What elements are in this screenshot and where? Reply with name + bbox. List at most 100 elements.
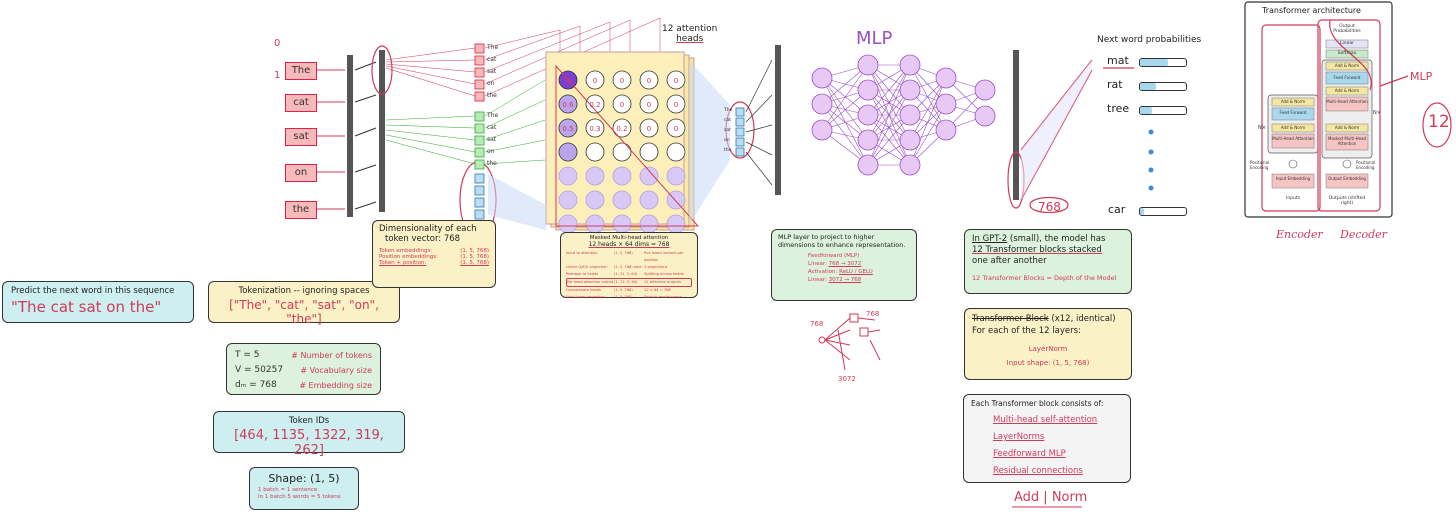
k-label: The: [487, 112, 499, 119]
token-index-1: 1: [274, 70, 281, 81]
attention-cell: [558, 142, 578, 162]
arch-title: Transformer architecture: [1262, 6, 1361, 15]
gpt2-line4: 12 Transformer Blocks = Depth of the Mod…: [972, 274, 1117, 282]
arch-dec-mha: Multi-Head Attention: [1326, 99, 1368, 104]
attention-cell: [558, 166, 578, 186]
attention-cell: [666, 166, 686, 186]
attention-cell: [612, 70, 632, 90]
mlp-neuron: [857, 54, 879, 76]
mlp-box-line1: MLP layer to project to higher: [778, 233, 875, 241]
mlp-neuron: [899, 129, 921, 151]
mha-cell: Final linear projection: [566, 295, 605, 299]
attention-cell: [612, 214, 632, 234]
arch-enc-mha: Multi-Head Attention: [1272, 136, 1314, 141]
attention-value: 0: [674, 125, 678, 133]
mlp-sketch: [818, 313, 881, 371]
mha-cell: (1, 5, 768) each: [613, 265, 643, 269]
attention-value: 0.5: [562, 125, 573, 133]
mlp-lin1-label: Linear:: [808, 261, 827, 267]
attention-cell: [585, 70, 605, 90]
dims-box: T = 5# Number of tokens V = 50257# Vocab…: [226, 343, 381, 395]
attention-cell: [639, 214, 659, 234]
arch-enc-addnorm-1: Add & Norm: [1280, 99, 1306, 104]
mlp-neuron: [899, 154, 921, 176]
token-the: The: [285, 62, 317, 80]
mlp-box-lin1: Linear: 768 → 3072: [778, 261, 910, 267]
mlp-box-lin2: Linear: 3072 → 768: [778, 277, 910, 283]
mha-row: Reshape to heads(1, 12, 5, 64)Splitting …: [566, 271, 692, 278]
arch-inputs: Inputs: [1286, 196, 1300, 201]
consists-item: Multi-head self-attention: [993, 415, 1098, 425]
attention-cell: [639, 142, 659, 162]
mha-row: Per-head attention output(1, 12, 5, 64)1…: [566, 278, 692, 287]
dims-d: dₘ = 768: [235, 380, 277, 390]
q-label: cat: [487, 56, 497, 63]
mha-cell: Per-head attention output: [567, 280, 614, 284]
attention-value: 0: [620, 77, 624, 85]
arch-linear: Linear: [1340, 41, 1354, 46]
mha-row: Final linear projection(1, 5, 768)Back t…: [566, 294, 692, 301]
token-arrows: [316, 69, 345, 210]
mlp-edge: [867, 114, 911, 166]
dims-v-row: V = 50257# Vocabulary size: [235, 363, 372, 378]
attn-output-boxes: [735, 107, 745, 157]
attention-value: 0: [647, 125, 651, 133]
mlp-edge: [909, 64, 947, 131]
attention-value: 0: [674, 101, 678, 109]
position-arrows: [354, 61, 377, 210]
mlp-network: [811, 54, 996, 176]
mha-cell: (1, 5, 768): [613, 251, 633, 255]
dim-title1: Dimensionality of each: [379, 224, 477, 234]
gpt2-line2: 12 Transformer blocks stacked: [972, 245, 1102, 255]
mha-cell: Concatenate heads: [566, 288, 601, 292]
probability-bar: [1139, 106, 1187, 115]
q-label: The: [487, 44, 499, 51]
qkv-connectors-green: [385, 115, 476, 165]
block-title-line: Transformer Block (x12, identical): [972, 313, 1124, 325]
arch-decoder-label: Decoder: [1340, 228, 1387, 241]
q-to-grid-lines: [484, 17, 661, 97]
arch-pos-enc-right: Positional Encoding: [1356, 160, 1376, 170]
mlp-neuron: [857, 104, 879, 126]
attention-cell: [639, 70, 659, 90]
mlp-edge: [867, 64, 911, 141]
mha-rows: Input to attention(1, 5, 768)five token …: [566, 250, 692, 301]
arch-dec-addnorm-1: Add & Norm: [1334, 63, 1360, 68]
mlp-neuron: [857, 129, 879, 151]
heads-label-line1: 12 attention: [662, 24, 718, 34]
attn-out-label: sat: [724, 128, 731, 133]
probability-bar-fill: [1140, 107, 1152, 114]
causal-mask-outline: [555, 64, 700, 227]
attention-cell: [639, 190, 659, 210]
block-line1: For each of the 12 layers:: [972, 326, 1081, 336]
attention-cell: [666, 70, 686, 90]
token-on: on: [285, 164, 317, 182]
output-funnel-fill: [1021, 60, 1092, 200]
arch-softmax: Softmax: [1337, 51, 1357, 56]
mlp-output-strip: [1013, 50, 1019, 200]
attention-value: 0.3: [589, 125, 600, 133]
token-embedding-strip: [347, 55, 353, 217]
probability-bar-fill: [1140, 83, 1157, 90]
shape-box: Shape: (1, 5) 1 batch = 1 sentence In 1 …: [249, 467, 359, 510]
mha-cell: (1, 5, 768): [613, 295, 633, 299]
projection-shade: [689, 60, 730, 225]
k-boxes: [474, 111, 485, 170]
attention-cell: [639, 166, 659, 186]
arch-enc-ff: Feed Forward: [1279, 110, 1307, 115]
dim-row2-value: (1, 5, 768): [460, 254, 489, 260]
arch-output-probs: Output Probabilities: [1333, 24, 1361, 34]
shape-line2: In 1 batch 5 words = 5 tokens: [258, 494, 341, 500]
gpt2-line1: In GPT-2 (small), the model has: [972, 234, 1124, 245]
token-index-0: 0: [274, 38, 281, 49]
mlp-edge: [867, 64, 911, 116]
arch-enc-addnorm-2: Add & Norm: [1280, 125, 1306, 130]
token-the-2: the: [285, 201, 317, 219]
heads-label-line2: heads: [676, 34, 704, 44]
q-labels: The cat sat on the: [487, 42, 498, 102]
probability-bar: [1139, 58, 1187, 67]
k-label: on: [487, 148, 495, 155]
mlp-edge: [821, 103, 869, 166]
